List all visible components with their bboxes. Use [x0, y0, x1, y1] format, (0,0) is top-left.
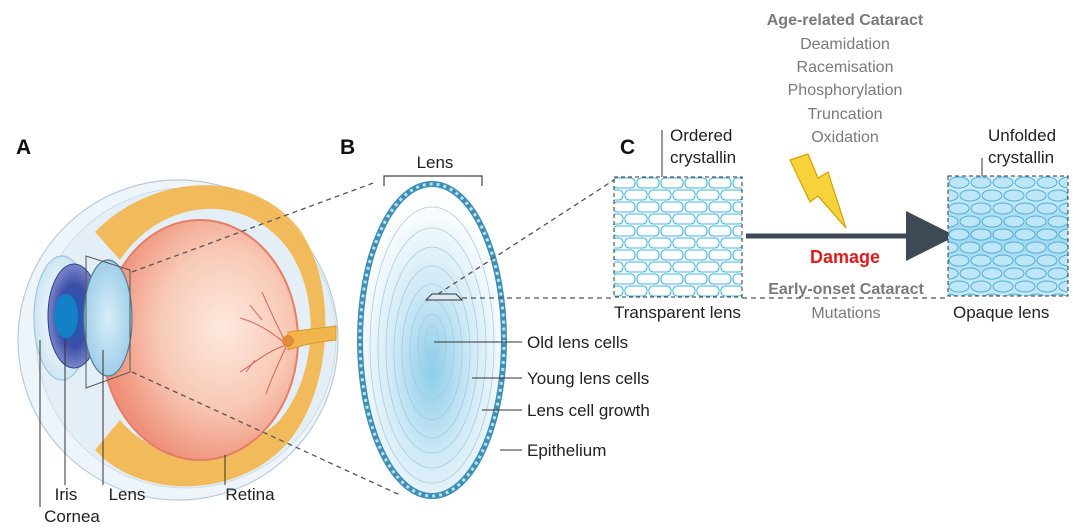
early-cataract-title: Early-onset Cataract — [768, 281, 924, 298]
age-factor-2: Racemisation — [797, 59, 894, 76]
label-old-cells: Old lens cells — [527, 333, 628, 352]
label-ordered-2: crystallin — [670, 148, 736, 167]
eye-illustration — [18, 180, 338, 500]
label-epithelium: Epithelium — [527, 441, 606, 460]
transparent-lens-grid — [601, 177, 779, 308]
label-iris: Iris — [55, 485, 78, 504]
panel-label-b: B — [340, 136, 355, 159]
damage-label: Damage — [810, 247, 880, 267]
age-factor-1: Deamidation — [800, 36, 890, 53]
label-unfolded-1: Unfolded — [988, 126, 1056, 145]
label-lens-a: Lens — [109, 485, 146, 504]
label-retina: Retina — [225, 485, 275, 504]
label-cornea: Cornea — [44, 507, 100, 526]
lightning-icon — [790, 154, 846, 228]
age-factor-4: Truncation — [808, 106, 883, 123]
panel-label-a: A — [16, 136, 31, 159]
early-factor: Mutations — [811, 305, 880, 322]
lens-section — [360, 184, 504, 496]
label-young-cells: Young lens cells — [527, 369, 649, 388]
label-unfolded-2: crystallin — [988, 148, 1054, 167]
label-transparent-lens: Transparent lens — [614, 303, 741, 322]
age-factor-5: Oxidation — [811, 129, 879, 146]
age-cataract-title: Age-related Cataract — [767, 12, 924, 29]
lens-title: Lens — [417, 153, 454, 172]
panel-label-c: C — [620, 136, 635, 159]
label-opaque-lens: Opaque lens — [953, 303, 1049, 322]
opaque-lens-grid — [938, 176, 1073, 305]
label-cell-growth: Lens cell growth — [527, 401, 650, 420]
age-factor-3: Phosphorylation — [788, 82, 903, 99]
label-ordered-1: Ordered — [670, 126, 732, 145]
